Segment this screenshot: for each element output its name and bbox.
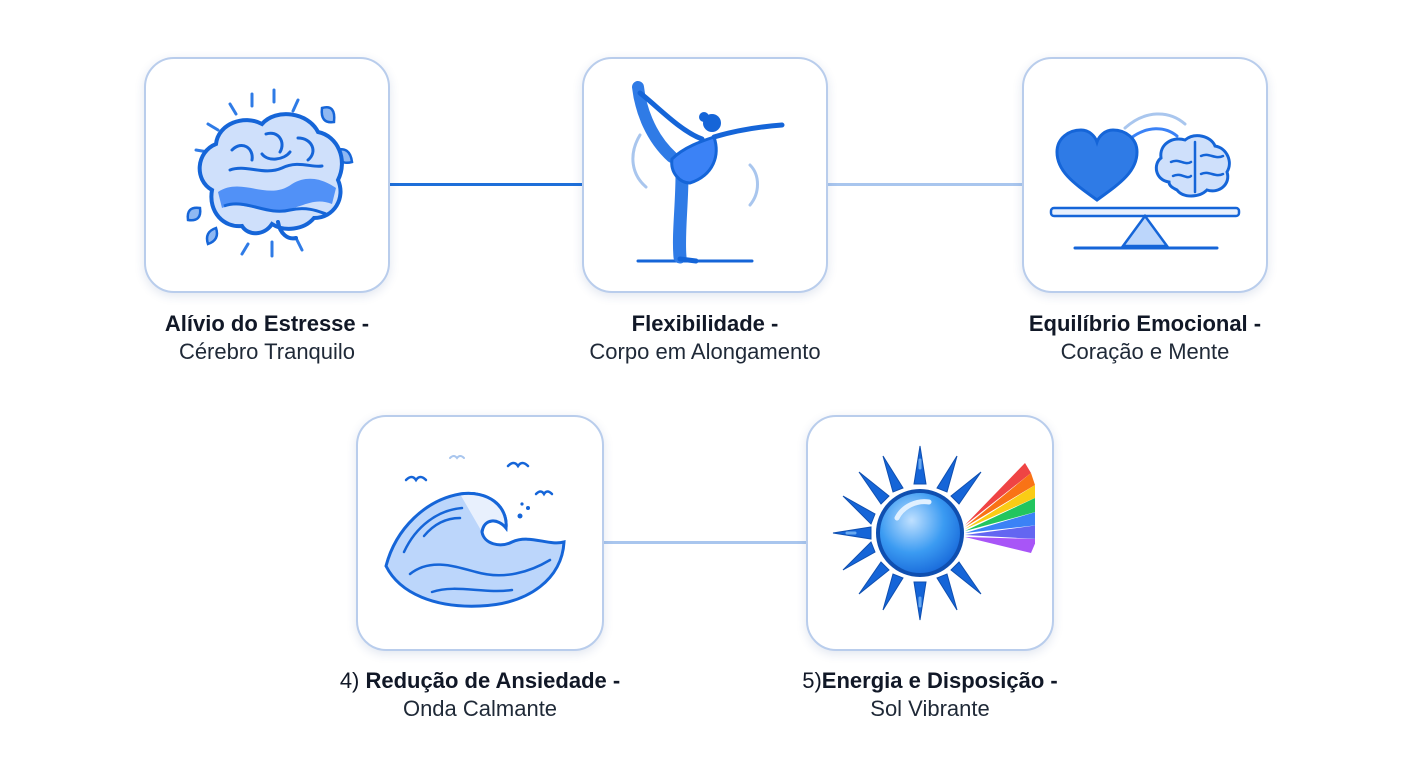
label-subtitle: Sol Vibrante (870, 696, 990, 721)
label-subtitle: Corpo em Alongamento (589, 339, 821, 364)
calm-brain-icon (186, 88, 354, 258)
label-emotional-balance: Equilíbrio Emocional - Coração e Mente (990, 310, 1300, 366)
card-energy (806, 415, 1054, 651)
label-title: Energia e Disposição - (821, 668, 1058, 693)
vibrant-sun-icon (832, 445, 1035, 621)
label-subtitle: Onda Calmante (402, 696, 558, 721)
label-energy: 5)Energia e Disposição - Sol Vibrante (778, 667, 1082, 723)
card-flexibility (582, 57, 828, 293)
label-prefix: 5) (802, 668, 822, 693)
label-title: Equilíbrio Emocional - (1028, 311, 1262, 336)
label-stress-relief: Alívio do Estresse - Cérebro Tranquilo (117, 310, 417, 366)
label-subtitle: Coração e Mente (1060, 339, 1230, 364)
heart-brain-balance-icon (1049, 112, 1241, 250)
connector-stress-flex (388, 183, 584, 186)
label-title: Redução de Ansiedade - (365, 668, 621, 693)
card-emotional-balance (1022, 57, 1268, 293)
calm-wave-icon (384, 455, 566, 608)
card-stress-relief (144, 57, 390, 293)
label-prefix: 4) (339, 668, 366, 693)
connector-flex-balance (826, 183, 1024, 186)
label-title: Alívio do Estresse - (164, 311, 370, 336)
yoga-stretch-icon (631, 81, 785, 264)
label-title: Flexibilidade - (631, 311, 779, 336)
label-anxiety-reduction: 4) Redução de Ansiedade - Onda Calmante (318, 667, 642, 723)
label-flexibility: Flexibilidade - Corpo em Alongamento (553, 310, 857, 366)
label-subtitle: Cérebro Tranquilo (178, 339, 356, 364)
connector-anxiety-energy (602, 541, 808, 544)
card-anxiety-reduction (356, 415, 604, 651)
